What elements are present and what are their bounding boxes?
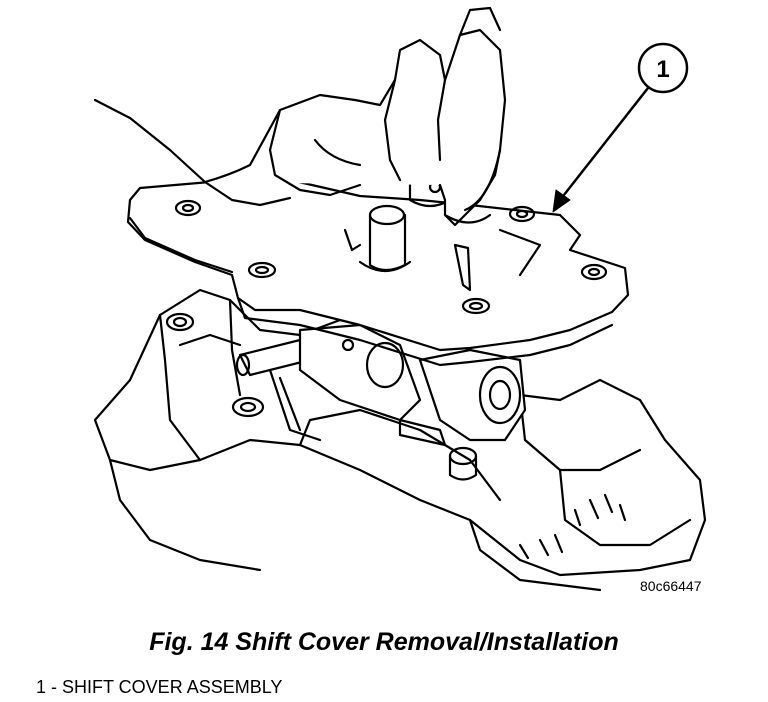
figure-code: 80c66447	[640, 578, 702, 594]
callout-number: 1	[656, 56, 669, 83]
hands	[93, 6, 507, 227]
shift-cover-illustration: 1	[93, 6, 707, 592]
legend-item: 1 - SHIFT COVER ASSEMBLY	[36, 677, 283, 697]
figure-caption: Fig. 14 Shift Cover Removal/Installation	[149, 628, 619, 656]
callout-leader	[552, 42, 689, 213]
